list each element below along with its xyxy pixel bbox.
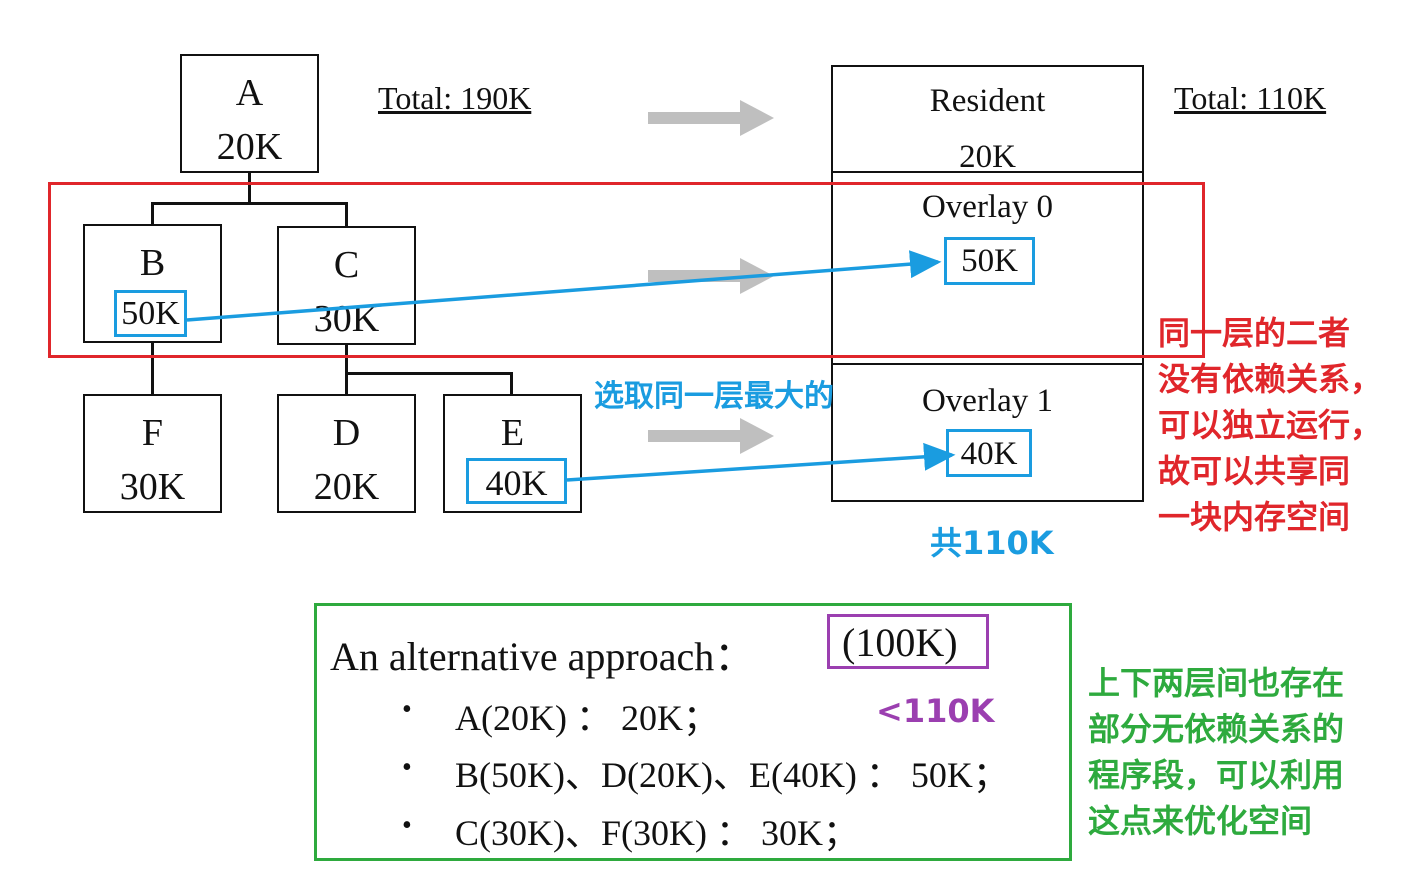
node-b-size: 50K [121, 295, 180, 332]
node-e: E [443, 394, 582, 513]
red-note-line-4: 故可以共享同 [1158, 452, 1351, 490]
resident-label: Resident [929, 83, 1046, 119]
node-d: D 20K [277, 394, 416, 513]
green-note-line-4: 这点来优化空间 [1088, 802, 1313, 840]
node-c-letter: C [333, 244, 360, 286]
overlay1-size: 40K [960, 436, 1018, 472]
alternative-box [314, 603, 1072, 861]
node-d-size: 20K [313, 466, 380, 508]
node-a: A 20K [180, 54, 319, 173]
connector-a-down [248, 172, 251, 204]
node-f-size: 30K [119, 466, 186, 508]
bullet-3: C(30K)、F(30K) ： 30K； [455, 813, 859, 853]
node-a-size: 20K [216, 126, 283, 168]
green-note-line-1: 上下两层间也存在 [1088, 664, 1345, 702]
node-a-letter: A [235, 72, 264, 114]
node-e-size-highlight: 40K [466, 458, 567, 504]
overlay1-label: Overlay 1 [921, 383, 1054, 419]
green-note-line-3: 程序段，可以利用 [1088, 756, 1345, 794]
total-110-note: 共110K [930, 524, 1054, 562]
bullet-3-glyph: • [402, 810, 412, 841]
bullet-1: A(20K) ： 20K； [455, 698, 719, 738]
gray-arrow-bottom [648, 418, 774, 454]
alternative-value: (100K) [842, 620, 958, 665]
bullet-1-glyph: • [402, 694, 412, 725]
connector-de-horizontal [345, 372, 513, 375]
pick-largest-note: 选取同一层最大的 [594, 379, 834, 414]
red-note: 同一层的二者 没有依赖关系， 可以独立运行， 故可以共享同 一块内存空间 [1158, 310, 1382, 540]
node-e-letter: E [500, 412, 525, 454]
node-b-size-highlight: 50K [114, 290, 187, 337]
red-note-line-2: 没有依赖关系， [1158, 360, 1383, 398]
connector-b-up [151, 202, 154, 226]
node-e-size: 40K [485, 463, 548, 503]
resident-size: 20K [959, 139, 1016, 175]
gray-arrow-top [648, 100, 774, 136]
node-c: C 30K [277, 226, 416, 345]
same-layer-highlight [48, 182, 1205, 358]
overlay0-size: 50K [961, 243, 1018, 279]
less-than-110: <110K [876, 692, 995, 730]
overlay0-label: Overlay 0 [921, 189, 1054, 225]
alternative-title: An alternative approach： [330, 634, 755, 679]
alternative-value-box: (100K) [827, 614, 989, 669]
connector-c-down [345, 344, 348, 396]
gray-arrow-middle [648, 258, 774, 294]
gray-arrows [648, 100, 774, 454]
green-note: 上下两层间也存在 部分无依赖关系的 程序段，可以利用 这点来优化空间 [1088, 660, 1344, 844]
red-note-line-1: 同一层的二者 [1158, 314, 1351, 352]
memory-overlay-1: Overlay 1 [831, 363, 1144, 502]
total-left: Total: 190K [378, 80, 532, 116]
red-note-line-3: 可以独立运行， [1158, 406, 1383, 444]
arrow-b-to-overlay0 [186, 250, 942, 322]
node-f: F 30K [83, 394, 222, 513]
bullet-2-glyph: • [402, 752, 412, 783]
connector-bc-horizontal [151, 202, 348, 205]
red-note-line-5: 一块内存空间 [1158, 498, 1351, 536]
connector-e-up [510, 372, 513, 396]
node-b: B [83, 224, 222, 343]
total-right: Total: 110K [1174, 80, 1327, 116]
node-d-letter: D [332, 412, 361, 454]
connector-c-up [345, 202, 348, 226]
memory-resident: Resident 20K [831, 65, 1144, 175]
node-f-letter: F [141, 412, 164, 454]
arrow-e-to-overlay1 [566, 442, 956, 482]
node-b-letter: B [139, 242, 166, 284]
memory-overlay-0: Overlay 0 [831, 171, 1144, 365]
connector-b-f [151, 342, 154, 396]
green-note-line-2: 部分无依赖关系的 [1088, 710, 1345, 748]
overlay0-size-highlight: 50K [944, 237, 1035, 285]
bullet-2: B(50K)、D(20K)、E(40K) ： 50K； [455, 755, 1009, 795]
